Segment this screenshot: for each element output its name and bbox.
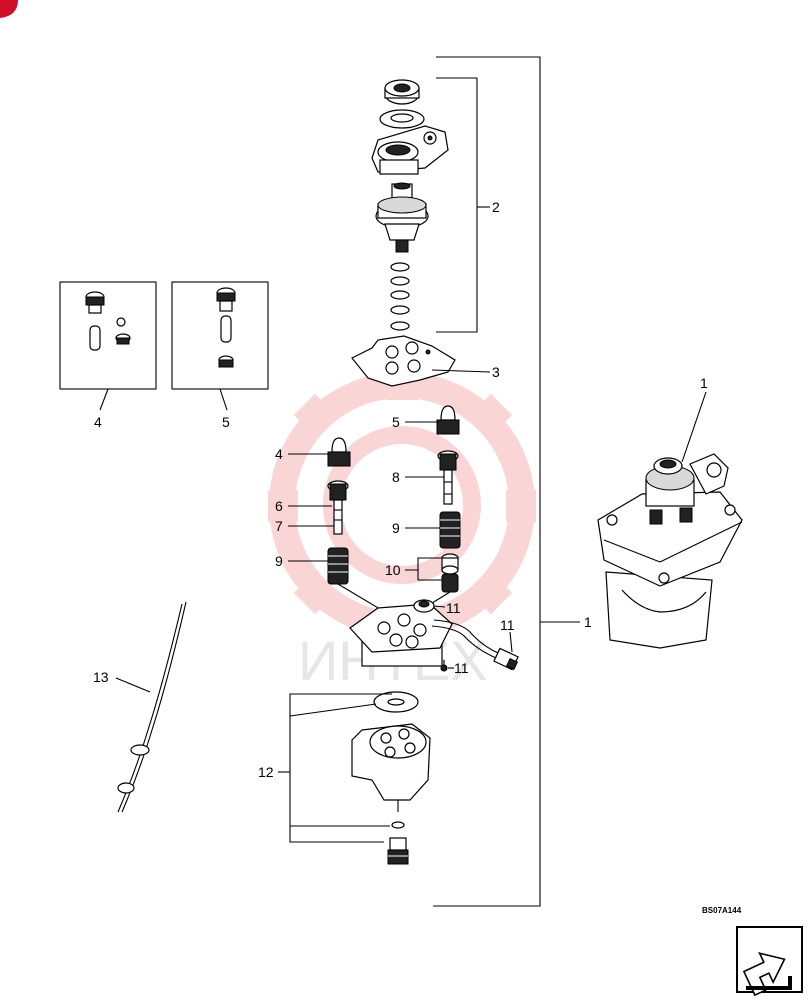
assembly-bracket-1 bbox=[433, 56, 580, 907]
callout-5: 5 bbox=[392, 414, 400, 430]
part-valve-body bbox=[349, 599, 453, 672]
callout-1-right: 1 bbox=[584, 614, 592, 630]
part-plug bbox=[387, 837, 409, 865]
callout-4: 4 bbox=[275, 446, 283, 462]
next-page-arrow-icon[interactable] bbox=[736, 926, 803, 997]
callout-11-a: 11 bbox=[446, 600, 461, 616]
part-plunger-5 bbox=[436, 405, 460, 435]
bracket-12 bbox=[278, 693, 392, 843]
part-assembled-valve bbox=[597, 453, 743, 649]
part-washer bbox=[379, 109, 425, 129]
part-spring-9-right bbox=[439, 511, 461, 549]
callout-2: 2 bbox=[492, 199, 500, 215]
part-spring-9-left bbox=[327, 547, 349, 585]
kit-box-4 bbox=[59, 281, 157, 411]
part-wire-harness bbox=[431, 619, 519, 671]
kit-box-5 bbox=[171, 281, 269, 411]
corner-badge-icon bbox=[0, 0, 18, 18]
assembly-bracket-2 bbox=[436, 77, 490, 333]
watermark-gear bbox=[268, 370, 536, 640]
callout-10: 10 bbox=[385, 562, 401, 578]
part-cable bbox=[117, 601, 187, 813]
part-seal-ring bbox=[373, 691, 419, 713]
part-spool-6 bbox=[327, 480, 349, 535]
part-o-rings bbox=[390, 262, 410, 331]
part-spring-10 bbox=[441, 553, 459, 593]
part-base-block bbox=[351, 723, 431, 812]
callout-6: 6 bbox=[275, 498, 283, 514]
callout-11-b: 11 bbox=[454, 660, 469, 676]
callout-12: 12 bbox=[258, 764, 274, 780]
callout-13: 13 bbox=[93, 669, 109, 685]
part-gasket bbox=[351, 335, 491, 387]
callout-7: 7 bbox=[275, 518, 283, 534]
part-plunger-4 bbox=[327, 437, 351, 467]
callout-11-c: 11 bbox=[500, 617, 515, 633]
callout-3: 3 bbox=[492, 364, 500, 380]
part-nut bbox=[384, 79, 420, 105]
callout-4-kit: 4 bbox=[94, 414, 102, 430]
part-push-rod-housing bbox=[375, 182, 429, 253]
part-cam-plate bbox=[371, 125, 449, 175]
part-small-o-ring bbox=[391, 821, 405, 829]
callout-5-kit: 5 bbox=[222, 414, 230, 430]
callout-1-top: 1 bbox=[700, 375, 708, 391]
drawing-code: BS07A144 bbox=[702, 906, 742, 915]
part-spool-8 bbox=[437, 450, 459, 505]
callout-9-right: 9 bbox=[392, 520, 400, 536]
callout-8: 8 bbox=[392, 469, 400, 485]
callout-9-left: 9 bbox=[275, 553, 283, 569]
